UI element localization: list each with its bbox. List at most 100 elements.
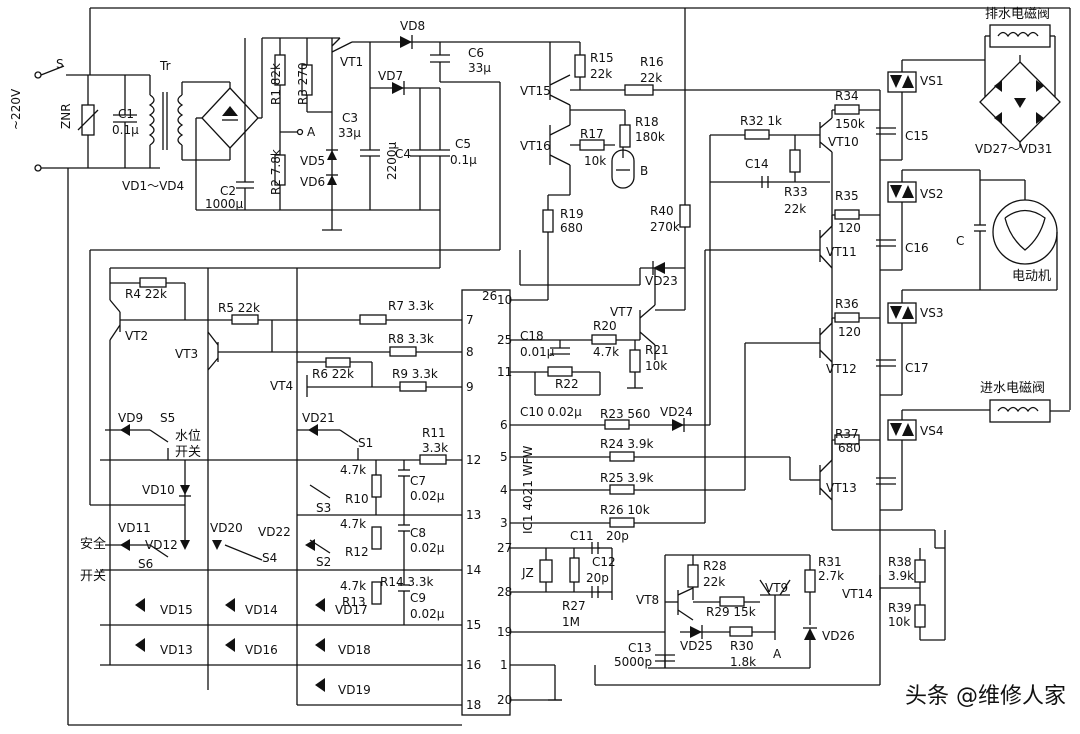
label-jz: JZ [521,566,534,580]
led-vd13 [135,638,145,652]
label-r37v: 680 [838,441,861,455]
inlet-valve-coil [989,399,1051,423]
label-r33: R33 [784,185,808,199]
mains-terminal-bottom [34,164,42,172]
label-r30v: 1.8k [730,655,756,669]
resistor-r22 [547,366,573,377]
ic-pin: 1 [500,658,508,672]
label-vd26: VD26 [822,629,855,643]
label-vt4: VT4 [270,379,293,393]
resistor-r35 [834,209,860,220]
label-r24: R24 3.9k [600,437,654,451]
led-vd20 [212,540,222,550]
label-r31: R31 [818,555,842,569]
zener-vd5 [327,150,337,160]
label-c5v: 0.1μ [450,153,477,167]
switch-s3 [309,484,331,499]
label-tr: Tr [159,59,171,73]
label-vd21: VD21 [302,411,335,425]
label-s4: S4 [262,551,277,565]
label-vd10: VD10 [142,483,175,497]
label-r22: R22 [555,377,579,391]
label-vs3: VS3 [920,306,943,320]
label-znr: ZNR [59,103,73,129]
led-vd15 [135,598,145,612]
ic-pin: 16 [466,658,481,672]
label-c10: C10 0.02μ [520,405,582,419]
label-r31v: 2.7k [818,569,844,583]
label-vd25: VD25 [680,639,713,653]
resistor-r21 [629,349,641,373]
sensor-driver-section [510,8,880,310]
label-vd19: VD19 [338,683,371,697]
resistor-r27 [569,557,580,583]
ic-pin: 14 [466,563,481,577]
label-r7: R7 3.3k [388,299,434,313]
loads-section [974,24,1070,423]
label-r20v: 4.7k [593,345,619,359]
label-vt10: VT10 [828,135,859,149]
label-vt1: VT1 [340,55,363,69]
label-c2v: 1000μ [205,197,244,211]
component-labels: S Tr ~220V ZNR C1 0.1μ VD1～VD4 C2 1000μ … [9,7,1052,697]
label-r11v: 3.3k [422,441,448,455]
label-ic1: IC1 4021 WFW [521,446,535,534]
label-r9: R9 3.3k [392,367,438,381]
transformer-tr [148,94,155,146]
diode-vd25 [690,626,702,638]
led-vd16 [225,638,235,652]
label-c9v: 0.02μ [410,607,445,621]
led-vd19 [315,678,325,692]
resistor-r16 [624,84,654,96]
label-point-a: A [307,125,316,139]
label-safety-2: 开关 [80,569,106,584]
watermark: 头条 @维修人家 [901,678,1070,710]
label-c5: C5 [455,137,471,151]
label-vd14: VD14 [245,603,278,617]
label-r30: R30 [730,639,754,653]
resistor-r29 [719,596,745,607]
resistor-r23 [604,419,630,430]
label-r18v: 180k [635,130,665,144]
ic-pin: 9 [466,380,474,394]
diode-vd24 [672,419,684,431]
label-s6: S6 [138,557,153,571]
label-point-a2: A [773,647,782,661]
ic-pin-labels: 26 7 8 9 12 13 14 15 16 18 10 25 11 6 5 … [466,289,512,712]
label-vs2: VS2 [920,187,943,201]
label-vd7: VD7 [378,69,403,83]
label-r12: R12 [345,545,369,559]
led-vd18 [315,638,325,652]
ic-pin: 11 [497,365,512,379]
label-r20: R20 [593,319,617,333]
label-r15v: 22k [590,67,612,81]
label-r40: R40 [650,204,674,218]
label-r36: R36 [835,297,859,311]
ic-pin: 28 [497,585,512,599]
test-point-a [296,128,304,136]
resistor-r17 [579,139,605,151]
label-r28: R28 [703,559,727,573]
bridge-rectifier [201,87,259,149]
label-r35: R35 [835,189,859,203]
label-vt16: VT16 [520,139,551,153]
label-vd9: VD9 [118,411,143,425]
switch-s1 [339,429,359,443]
ic-pin: 25 [497,333,512,347]
label-vt2: VT2 [125,329,148,343]
label-drain-valve: 排水电磁阀 [985,7,1050,22]
label-c14: C14 [745,157,769,171]
led-vd22 [305,539,315,551]
label-c11: C11 [570,529,594,543]
label-vt9: VT9 [765,581,788,595]
label-r10v: 4.7k [340,463,366,477]
resistor-r25 [609,484,635,495]
label-safety-1: 安全 [80,536,106,552]
label-r6: R6 22k [312,367,354,381]
mains-terminal-top [34,71,42,79]
resistor-r24 [609,451,635,462]
label-vt3: VT3 [175,347,198,361]
label-r39v: 10k [888,615,910,629]
label-c11v: 20p [606,529,629,543]
ic-pin: 27 [497,541,512,555]
